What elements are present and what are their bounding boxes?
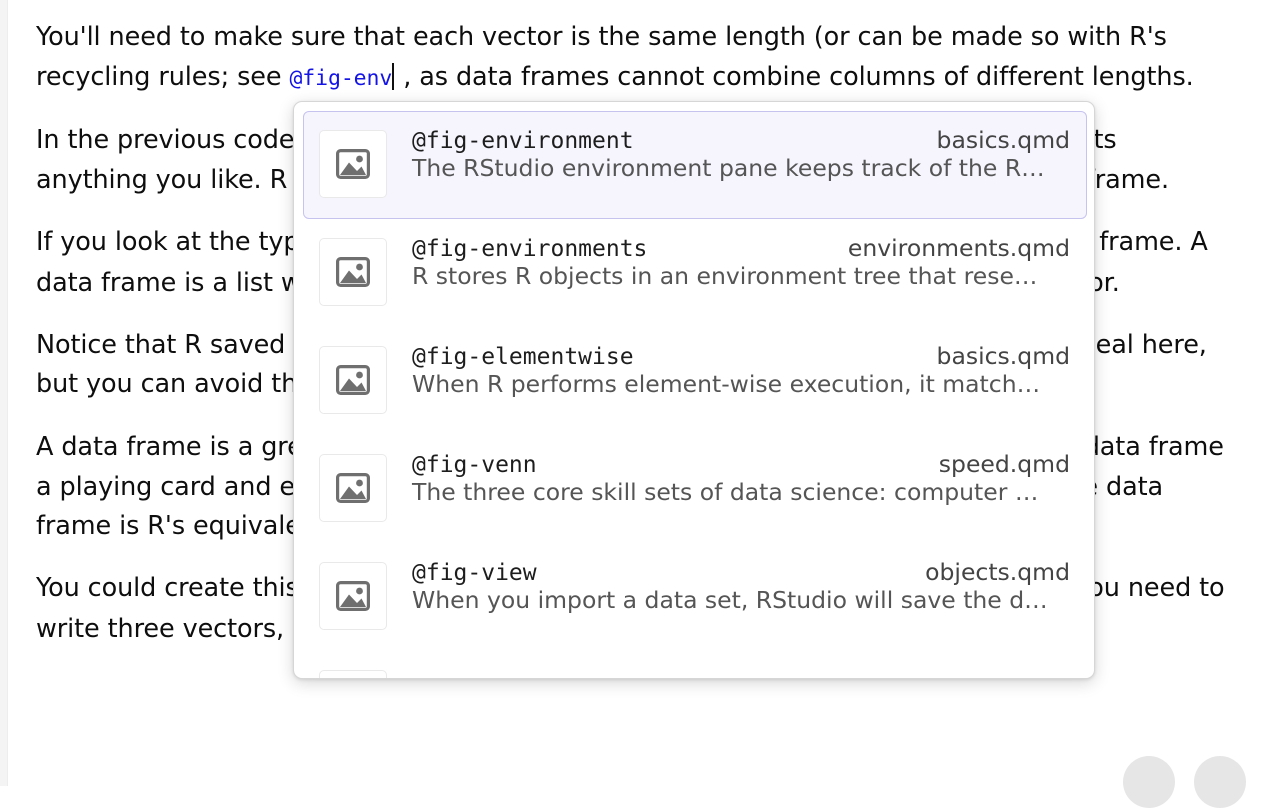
autocomplete-item-header: @fig-environment basics.qmd xyxy=(412,126,1070,154)
autocomplete-item-header: @fig-venn speed.qmd xyxy=(412,450,1070,478)
text-caret xyxy=(392,62,395,90)
fab-primary[interactable] xyxy=(1123,756,1175,808)
image-placeholder-icon xyxy=(319,130,387,198)
autocomplete-item-body: @fig-elementwise basics.qmd When R perfo… xyxy=(412,341,1070,398)
autocomplete-item-body: @fig-venn speed.qmd The three core skill… xyxy=(412,449,1070,506)
image-placeholder-icon xyxy=(319,562,387,630)
autocomplete-item-header: @fig-view objects.qmd xyxy=(412,558,1070,586)
autocomplete-item-fig-elementwise[interactable]: @fig-elementwise basics.qmd When R perfo… xyxy=(303,327,1087,435)
cross-reference-token[interactable]: @fig-env xyxy=(289,65,393,91)
autocomplete-item-id: @fig-environments xyxy=(412,236,648,262)
autocomplete-item-fig-venn[interactable]: @fig-venn speed.qmd The three core skill… xyxy=(303,435,1087,543)
autocomplete-item-file: speed.qmd xyxy=(938,450,1070,478)
autocomplete-item-file: basics.qmd xyxy=(936,342,1070,370)
autocomplete-item-header: @fig-elementwise basics.qmd xyxy=(412,342,1070,370)
image-placeholder-icon xyxy=(319,454,387,522)
autocomplete-item-fig-view[interactable]: @fig-view objects.qmd When you import a … xyxy=(303,543,1087,651)
autocomplete-item-fig-environments[interactable]: @fig-environments environments.qmd R sto… xyxy=(303,219,1087,327)
fab-secondary[interactable] xyxy=(1194,756,1246,808)
paragraph-1-text-a: You'll need to make sure that each vecto… xyxy=(36,22,1167,92)
autocomplete-item-file: environments.qmd xyxy=(847,234,1070,262)
autocomplete-item-id: @fig-venn xyxy=(412,452,537,478)
image-placeholder-icon xyxy=(319,238,387,306)
autocomplete-item-header: @fig-environments environments.qmd xyxy=(412,234,1070,262)
autocomplete-item-body: @fig-view objects.qmd When you import a … xyxy=(412,557,1070,614)
left-gutter xyxy=(0,0,8,786)
autocomplete-item-id: @fig-elementwise xyxy=(412,344,634,370)
autocomplete-item-description: R stores R objects in an environment tre… xyxy=(412,262,1038,290)
autocomplete-item-id: @fig-view xyxy=(412,560,537,586)
paragraph-1: You'll need to make sure that each vecto… xyxy=(36,18,1236,98)
image-placeholder-icon xyxy=(319,346,387,414)
autocomplete-item-body: @fig-environment basics.qmd The RStudio … xyxy=(412,125,1070,182)
autocomplete-item-fig-environment[interactable]: @fig-environment basics.qmd The RStudio … xyxy=(303,111,1087,219)
autocomplete-item-body xyxy=(412,665,1070,666)
autocomplete-item-description: When you import a data set, RStudio will… xyxy=(412,586,1048,614)
autocomplete-item-description: The three core skill sets of data scienc… xyxy=(412,478,1039,506)
autocomplete-item-description: The RStudio environment pane keeps track… xyxy=(412,154,1045,182)
autocomplete-item-partial[interactable] xyxy=(303,651,1087,678)
image-placeholder-icon xyxy=(319,670,387,678)
autocomplete-item-id: @fig-environment xyxy=(412,128,634,154)
autocomplete-item-description: When R performs element-wise execution, … xyxy=(412,370,1041,398)
autocomplete-item-file: objects.qmd xyxy=(925,558,1070,586)
paragraph-1-text-b: , as data frames cannot combine columns … xyxy=(395,61,1194,92)
autocomplete-item-file: basics.qmd xyxy=(936,126,1070,154)
autocomplete-item-body: @fig-environments environments.qmd R sto… xyxy=(412,233,1070,290)
cross-reference-autocomplete-popup[interactable]: @fig-environment basics.qmd The RStudio … xyxy=(293,101,1095,679)
autocomplete-list[interactable]: @fig-environment basics.qmd The RStudio … xyxy=(294,102,1094,678)
